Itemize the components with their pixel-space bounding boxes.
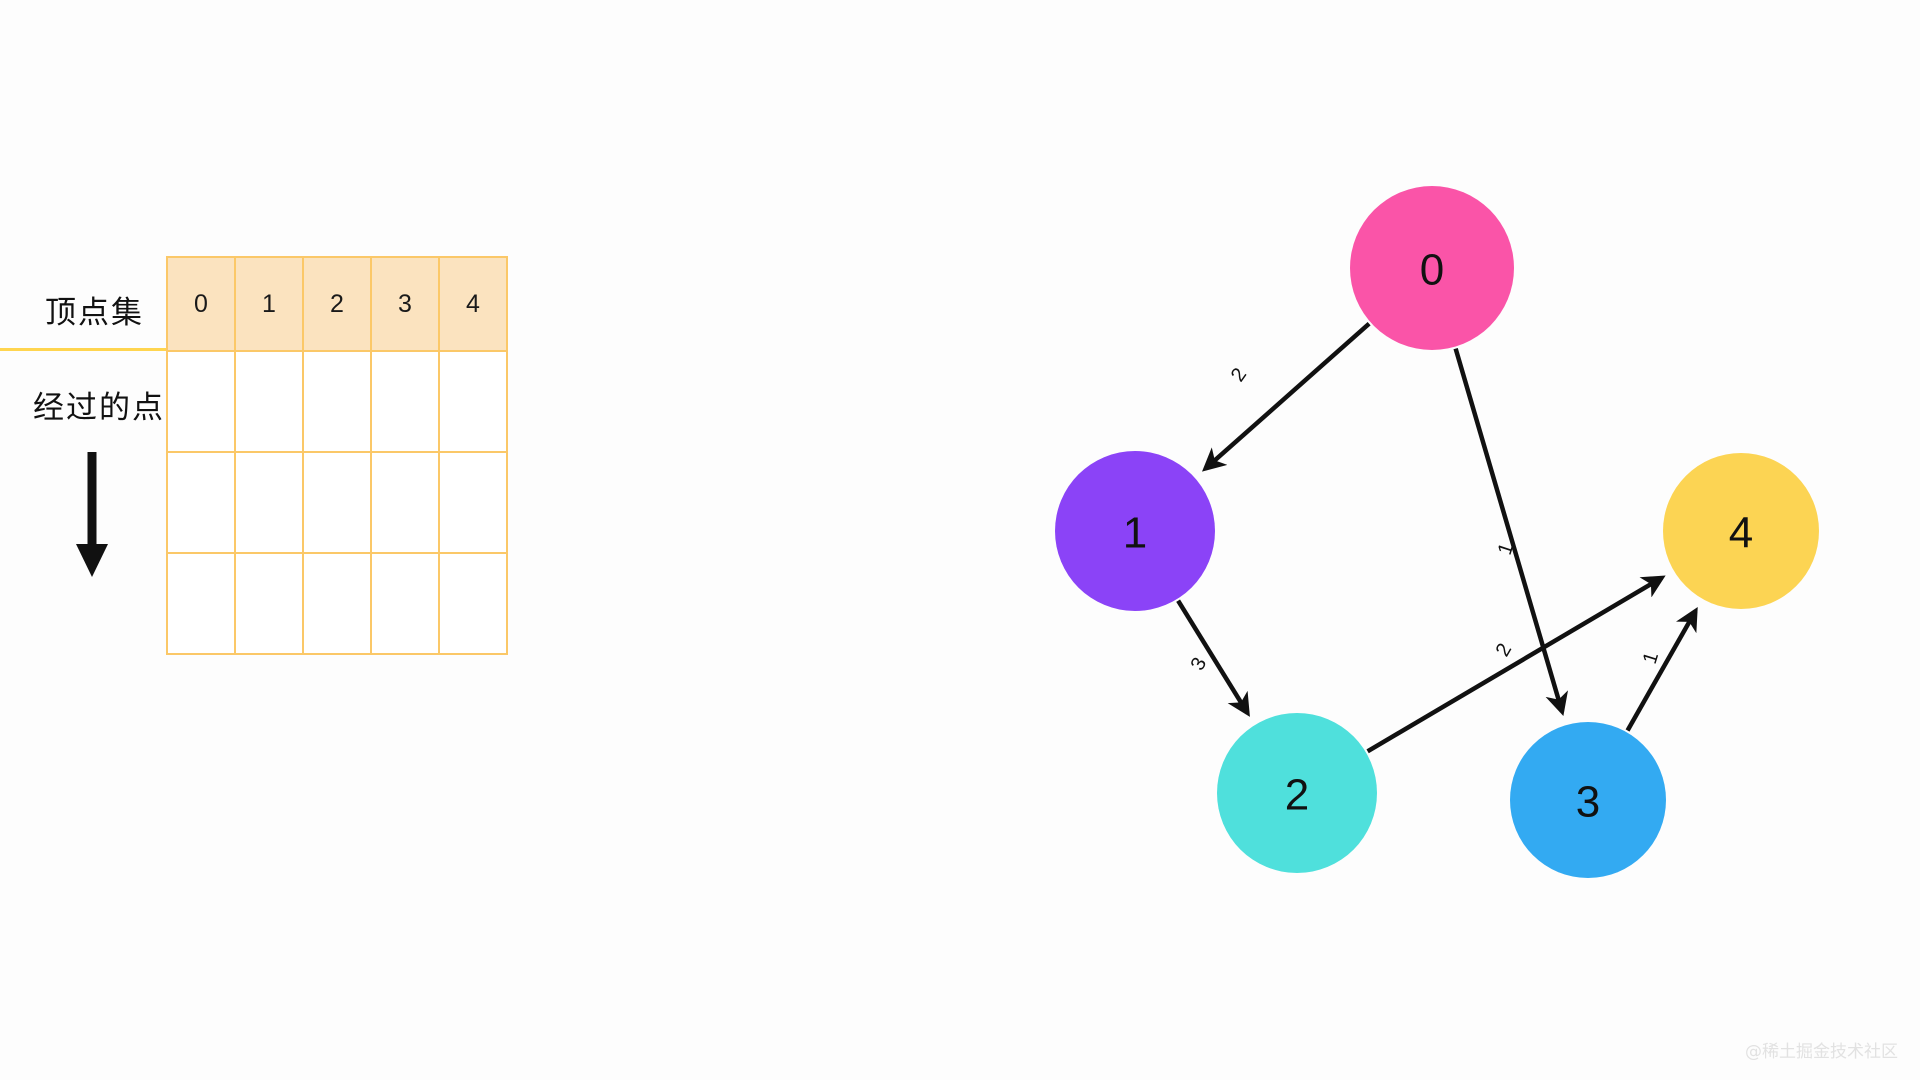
vertex-set-row-label: 顶点集 (45, 295, 144, 331)
graph-node-0[interactable]: 0 (1350, 186, 1514, 350)
graph-edge-0-to-1 (1202, 322, 1371, 472)
table-header-cell-4[interactable]: 4 (438, 256, 508, 352)
graph-node-4[interactable]: 4 (1663, 453, 1819, 609)
table-cell[interactable] (370, 350, 440, 453)
table-cell[interactable] (166, 451, 236, 554)
table-cell[interactable] (166, 350, 236, 453)
edge-weights-layer: 2 1 3 2 1 (1187, 364, 1663, 674)
vertex-set-table: 0 1 2 3 4 (166, 256, 508, 655)
node-circle-3[interactable] (1510, 722, 1666, 878)
graph-edge-1-to-2 (1176, 599, 1250, 717)
node-label-4: 4 (1729, 509, 1753, 558)
graph-edge-0-to-3 (1453, 347, 1569, 717)
edge-weight-0-1: 2 (1227, 364, 1251, 386)
node-circle-4[interactable] (1663, 453, 1819, 609)
table-cell[interactable] (370, 451, 440, 554)
graph-node-1[interactable]: 1 (1055, 451, 1215, 611)
table-row (166, 552, 508, 655)
table-header-cell-0[interactable]: 0 (166, 256, 236, 352)
graph-node-3[interactable]: 3 (1510, 722, 1666, 878)
nodes-layer: 0 1 2 3 4 (1055, 186, 1819, 878)
table-cell[interactable] (234, 552, 304, 655)
table-cell[interactable] (302, 552, 372, 655)
table-header-cell-2[interactable]: 2 (302, 256, 372, 352)
node-label-3: 3 (1576, 778, 1600, 827)
table-cell[interactable] (302, 350, 372, 453)
graph-node-2[interactable]: 2 (1217, 713, 1377, 873)
table-cell[interactable] (302, 451, 372, 554)
table-cell[interactable] (370, 552, 440, 655)
table-cell[interactable] (166, 552, 236, 655)
table-header-row: 0 1 2 3 4 (166, 256, 508, 352)
header-separator-rule (0, 348, 170, 351)
node-label-2: 2 (1285, 771, 1309, 820)
edge-weight-2-4: 2 (1492, 640, 1517, 661)
watermark: @稀土掘金技术社区 (1745, 1042, 1898, 1062)
edge-weight-3-4: 1 (1639, 649, 1663, 666)
node-circle-2[interactable] (1217, 713, 1377, 873)
node-circle-1[interactable] (1055, 451, 1215, 611)
node-label-1: 1 (1123, 509, 1147, 558)
node-circle-0[interactable] (1350, 186, 1514, 350)
graph-edge-2-to-4 (1366, 575, 1666, 754)
table-panel: 顶点集 经过的点 0 1 2 3 4 (0, 0, 640, 1080)
edge-weight-0-3: 1 (1494, 540, 1518, 557)
table-cell[interactable] (438, 552, 508, 655)
node-label-0: 0 (1420, 246, 1444, 295)
graph-edge-3-to-4 (1625, 607, 1698, 732)
down-arrow-icon (76, 452, 108, 577)
table-cell[interactable] (234, 350, 304, 453)
table-cell[interactable] (438, 350, 508, 453)
table-cell[interactable] (438, 451, 508, 554)
passed-points-row-label: 经过的点 (33, 390, 165, 426)
table-row (166, 451, 508, 554)
edge-weight-1-2: 3 (1187, 654, 1212, 674)
table-header-cell-3[interactable]: 3 (370, 256, 440, 352)
table-row (166, 350, 508, 453)
edges-layer (1176, 322, 1698, 754)
table-header-cell-1[interactable]: 1 (234, 256, 304, 352)
table-cell[interactable] (234, 451, 304, 554)
